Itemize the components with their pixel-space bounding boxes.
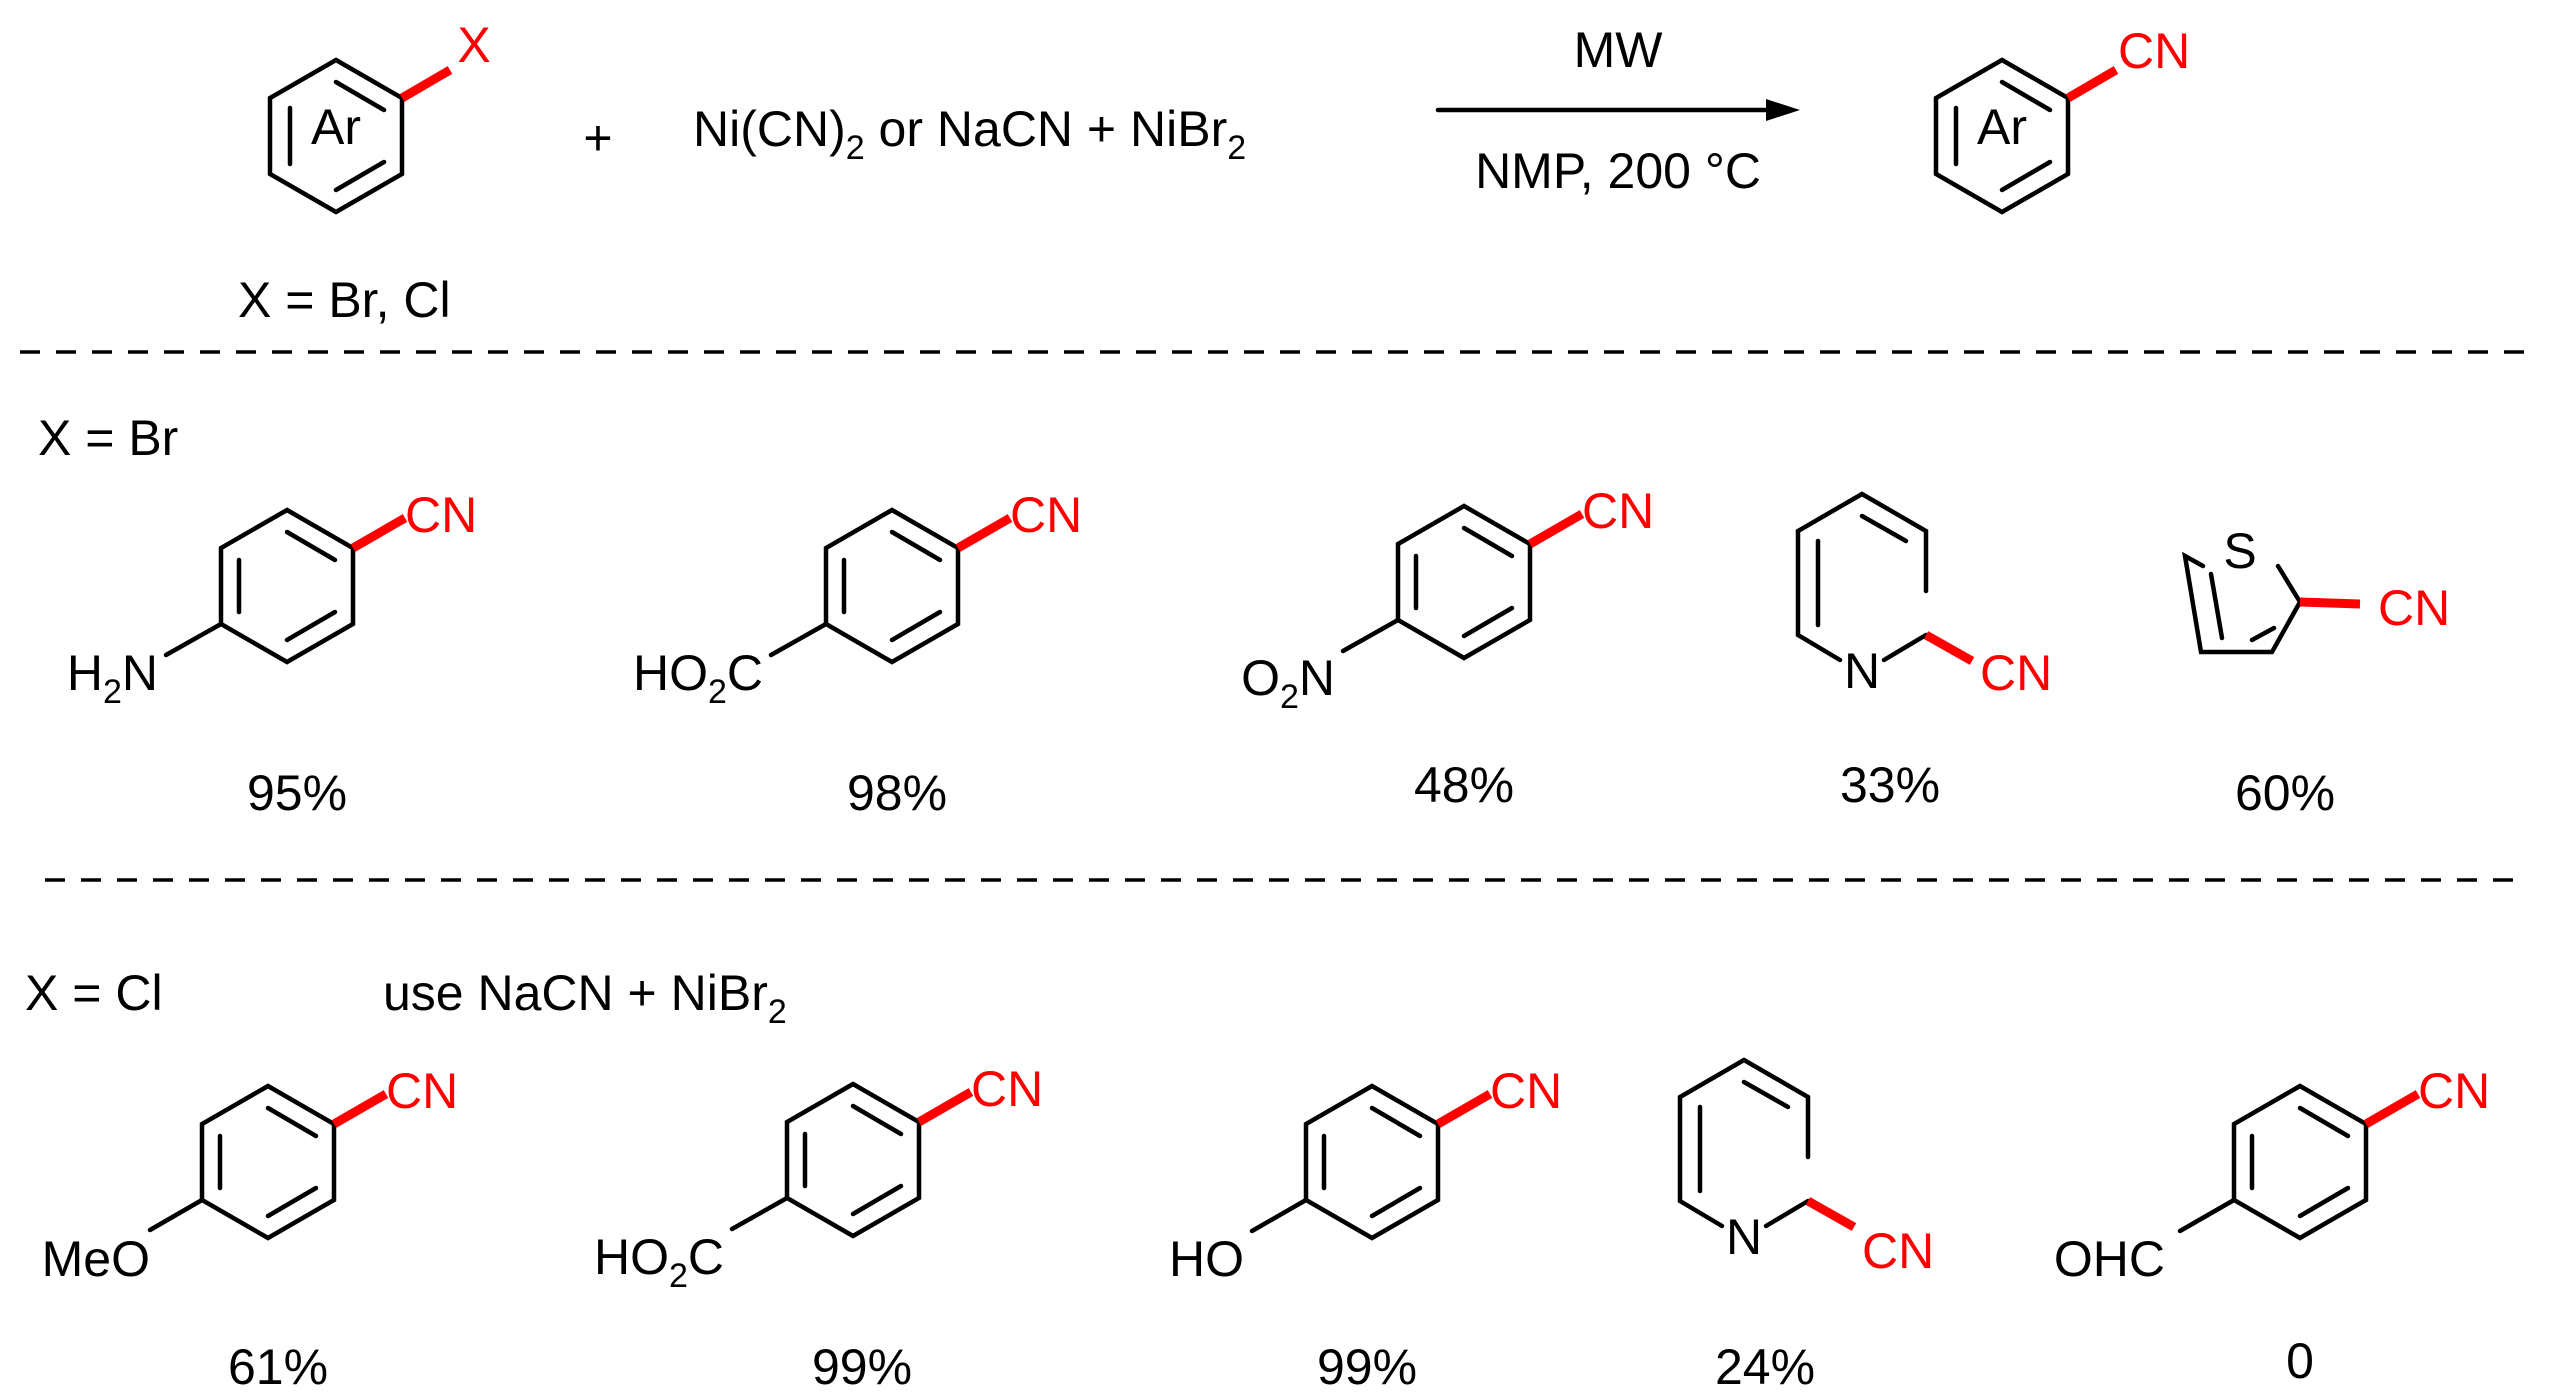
yield-label: 99%: [1317, 1339, 1417, 1395]
carboxyl-label: HO2C: [633, 645, 763, 711]
product-methoxybenzonitrile: CN MeO: [42, 1063, 459, 1287]
condition-solvent-temperature: NMP, 200 °C: [1475, 143, 1761, 199]
nitro-label: O2N: [1241, 650, 1335, 716]
cn-label: CN: [386, 1063, 458, 1119]
cn-label: CN: [1862, 1223, 1934, 1279]
yield-label: 33%: [1840, 757, 1940, 813]
product-cyanothiophene: S CN: [2182, 523, 2450, 655]
pyridine-nitrogen: N: [1726, 1209, 1762, 1265]
cn-label: CN: [405, 487, 477, 543]
condition-microwave: MW: [1574, 22, 1664, 78]
yield-label: 98%: [847, 765, 947, 821]
product-hydroxybenzonitrile: CN HO: [1169, 1063, 1562, 1287]
hydroxy-label: HO: [1169, 1231, 1244, 1287]
carboxyl-label: HO2C: [594, 1229, 724, 1295]
cn-label: CN: [1582, 483, 1654, 539]
yield-label: 95%: [247, 765, 347, 821]
halide-definition: X = Br, Cl: [238, 272, 451, 328]
yield-label: 48%: [1414, 757, 1514, 813]
amino-label: H2N: [67, 645, 158, 711]
yield-label: 60%: [2235, 765, 2335, 821]
c-x-bond: [399, 66, 453, 102]
product-cyanobenzoic-acid: CN HO2C: [594, 1061, 1043, 1295]
reactant-ring-label: Ar: [311, 99, 361, 155]
cn-label: CN: [971, 1061, 1043, 1117]
cn-label: CN: [1010, 487, 1082, 543]
chloride-condition-note: use NaCN + NiBr2: [383, 965, 787, 1031]
product-cyanopyridine: N CN: [1795, 491, 2052, 701]
cn-label: CN: [2378, 580, 2450, 636]
thiophene-sulfur: S: [2223, 523, 2256, 579]
product-cyanopyridine: N CN: [1677, 1057, 1934, 1279]
yield-label: 0: [2286, 1333, 2314, 1389]
yield-label: 61%: [228, 1339, 328, 1395]
product-cyanobenzoic-acid: CN HO2C: [633, 487, 1082, 711]
plus-sign: +: [583, 110, 612, 166]
leaving-group-label: X: [457, 17, 490, 73]
chloride-section: X = Cl use NaCN + NiBr2 CN MeO 61% CN HO…: [25, 965, 2490, 1395]
product-formylbenzonitrile: CN OHC: [2054, 1063, 2490, 1287]
reaction-arrow: [1435, 99, 1800, 121]
product-cn-label: CN: [2118, 23, 2190, 79]
chloride-section-label: X = Cl: [25, 965, 163, 1021]
cyanide-reagents: Ni(CN)2 or NaCN + NiBr2: [693, 101, 1246, 167]
general-reaction: Ar X + Ni(CN)2 or NaCN + NiBr2 MW NMP, 2…: [238, 17, 2190, 328]
cn-label: CN: [2418, 1063, 2490, 1119]
product-aminobenzonitrile: CN H2N: [67, 487, 477, 711]
reactant-aryl-halide: Ar X: [267, 17, 491, 215]
cn-label: CN: [1490, 1063, 1562, 1119]
yield-label: 99%: [812, 1339, 912, 1395]
c-cn-bond: [2065, 66, 2119, 102]
pyridine-nitrogen: N: [1844, 643, 1880, 699]
methoxy-label: MeO: [42, 1231, 150, 1287]
yield-label: 24%: [1715, 1339, 1815, 1395]
bromide-section-label: X = Br: [38, 410, 178, 466]
product-nitrobenzonitrile: CN O2N: [1241, 483, 1654, 716]
cn-label: CN: [1980, 645, 2052, 701]
formyl-label: OHC: [2054, 1231, 2165, 1287]
bromide-section: X = Br CN H2N 95% CN HO2C 98%: [38, 410, 2450, 821]
product-ring-label: Ar: [1977, 99, 2027, 155]
product-aryl-nitrile: Ar CN: [1933, 23, 2190, 215]
